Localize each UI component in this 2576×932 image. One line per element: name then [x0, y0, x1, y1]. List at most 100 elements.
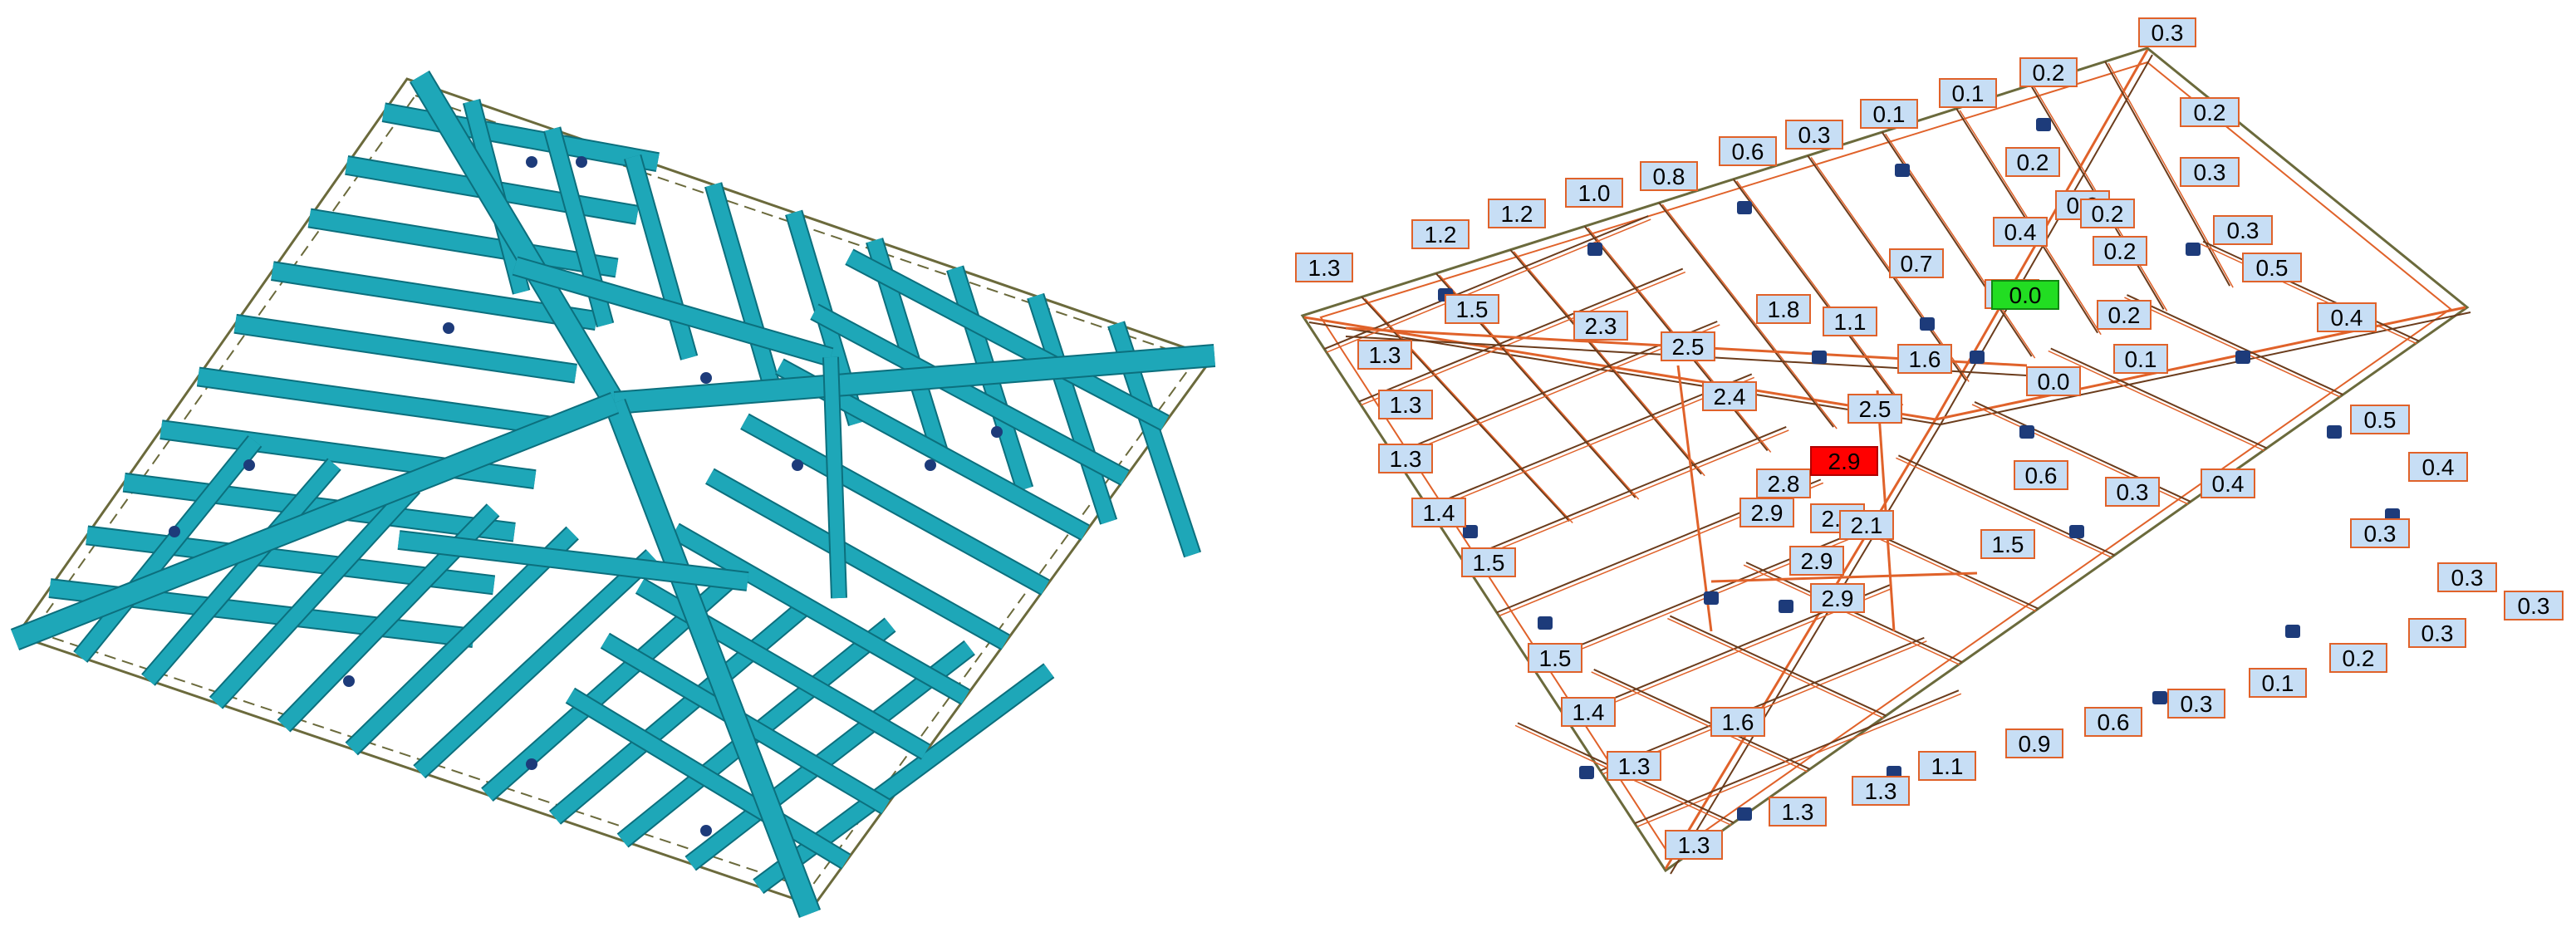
- deflection-value-text: 0.1: [2125, 346, 2157, 372]
- deflected-hip-line: [1940, 311, 2471, 425]
- deflection-label-interior: 0.6: [2014, 460, 2068, 490]
- joint-connector: [343, 675, 355, 687]
- deflected-rafter-line: [2200, 243, 2417, 345]
- rafter-member: [413, 549, 659, 779]
- deflection-label-interior: 0.3: [2105, 477, 2160, 507]
- rafter-member: [624, 154, 699, 361]
- deflection-label-bottom: 0.1: [2249, 668, 2307, 698]
- deflection-label-interior: 2.3: [1573, 311, 1628, 341]
- deflection-value-text: 2.9: [1822, 586, 1854, 611]
- deflection-label-interior: 0.7: [1889, 248, 1944, 278]
- joint-connector: [1704, 591, 1719, 605]
- deflection-value-text: 0.6: [2025, 463, 2058, 488]
- deflection-value-text: 0.3: [2181, 691, 2213, 717]
- deflection-label-right: 0.4: [2317, 302, 2377, 332]
- joint-connector: [925, 459, 936, 471]
- deflection-label-left: 1.3: [1378, 390, 1433, 419]
- deflected-rafter-line: [2127, 294, 2343, 395]
- deflected-rafter-line: [2050, 347, 2268, 449]
- joint-connector: [2019, 425, 2034, 439]
- deflection-value-text: 1.5: [1539, 645, 1572, 671]
- joint-connector: [243, 459, 255, 471]
- joint-connector: [700, 825, 712, 836]
- deflected-rafter-line: [1464, 429, 1789, 564]
- deflection-value-text: 1.4: [1573, 699, 1605, 725]
- deflection-value-text: 0.4: [2331, 305, 2363, 331]
- deflection-value-text: 0.2: [2343, 645, 2375, 671]
- deflection-value-text: 0.3: [2518, 593, 2550, 619]
- deflected-rafter-line: [1636, 693, 1962, 827]
- deflection-label-interior: 1.6: [1710, 707, 1765, 737]
- deflection-label-bottom: 1.3: [1852, 776, 1910, 806]
- deflection-value-text: 0.3: [2152, 20, 2184, 46]
- deflection-value-text: 0.1: [2262, 670, 2294, 696]
- deflection-label-top: 0.1: [1939, 78, 1997, 108]
- deflection-label-bottom: 0.2: [2329, 643, 2387, 673]
- rafter-member: [740, 413, 1050, 596]
- deflected-hip-line: [1308, 321, 1941, 425]
- deflection-label-interior: 1.6: [1897, 344, 1952, 374]
- deflected-rafter-line: [2048, 350, 2265, 452]
- deflection-label-interior: 0.2: [2097, 300, 2152, 330]
- deflection-label-bottom: 0.3: [2408, 618, 2466, 648]
- deflected-rafter-line: [1897, 454, 2115, 557]
- joint-connector: [1737, 201, 1752, 214]
- deflection-value-text: 2.9: [1801, 548, 1833, 574]
- deflection-label-interior: 2.5: [1847, 394, 1902, 424]
- joint-connector: [526, 758, 537, 770]
- deflection-value-text: 2.5: [1672, 334, 1705, 360]
- deflection-label-top: 0.6: [1719, 136, 1777, 166]
- joint-connector: [576, 156, 587, 168]
- deflection-value-text: 0.3: [2421, 621, 2454, 646]
- deflection-label-interior: 0.2: [2093, 236, 2147, 266]
- joint-connector: [1812, 351, 1827, 364]
- deflection-label-interior: 0.4: [2201, 468, 2255, 498]
- min-deflection-label: 0.0: [1991, 280, 2059, 310]
- deflected-rafter-line: [1885, 133, 2036, 359]
- deflection-label-interior: 0.4: [1993, 217, 2048, 247]
- deflected-rafter-line: [1427, 373, 1753, 508]
- deflection-label-interior: 2.1: [1839, 510, 1894, 540]
- max-deflection-label: 2.9: [1810, 446, 1878, 476]
- deflection-value-text: 0.0: [2038, 369, 2070, 395]
- ridge-beam: [512, 256, 834, 367]
- deflection-value-text: 0.3: [2194, 159, 2226, 185]
- deflected-rafter-line: [1323, 215, 1649, 351]
- deflection-value-text: 1.3: [1308, 255, 1341, 281]
- deflection-value-text: 0.6: [2098, 709, 2130, 735]
- deflection-value-text: 1.5: [1456, 297, 1489, 322]
- deflection-label-interior: 2.5: [1661, 331, 1715, 361]
- deflection-value-text: 0.2: [2104, 238, 2137, 264]
- joint-connector: [792, 459, 803, 471]
- deflected-rafter-line: [1361, 296, 1570, 522]
- joint-connector: [2327, 425, 2342, 439]
- post-member: [822, 356, 847, 599]
- deflection-value-text: 0.3: [2227, 218, 2260, 243]
- deflection-value-text: 0.8: [1653, 164, 1685, 189]
- deflection-value-text: 0.7: [1901, 251, 1933, 277]
- deflection-value-text: 2.1: [1851, 513, 1883, 538]
- roof-structural-model-view: [10, 70, 1216, 918]
- joint-connector: [1970, 351, 1985, 364]
- deflection-value-text: 2.5: [1859, 396, 1892, 422]
- deflection-label-top: 1.2: [1411, 219, 1470, 249]
- deflection-label-left: 1.3: [1607, 751, 1661, 781]
- deflection-label-interior: 0.2: [2080, 199, 2135, 228]
- roof-deflection-model-view: 0.30.20.10.10.30.60.81.01.21.21.30.20.30…: [1295, 17, 2564, 875]
- deflection-value-text: 2.8: [1768, 471, 1800, 497]
- deflection-label-interior: 1.8: [1756, 294, 1811, 324]
- deflection-label-interior: 2.9: [1789, 546, 1844, 576]
- collar-beam: [397, 530, 749, 591]
- deflection-label-left: 1.5: [1461, 547, 1516, 577]
- deflection-label-interior: 0.0: [2026, 366, 2081, 396]
- deflected-hip-line: [1664, 419, 1937, 870]
- joint-connector: [2186, 243, 2201, 256]
- deflection-label-right: 0.5: [2350, 405, 2410, 434]
- rafter-member: [381, 102, 660, 173]
- deflection-value-text: 1.6: [1722, 709, 1754, 735]
- rafter-member: [233, 313, 577, 384]
- deflection-label-interior: 1.5: [1980, 529, 2035, 559]
- deflection-value-text: 2.3: [1585, 313, 1617, 339]
- rafter-member: [705, 468, 1010, 650]
- deflection-value-text: 1.2: [1501, 201, 1533, 227]
